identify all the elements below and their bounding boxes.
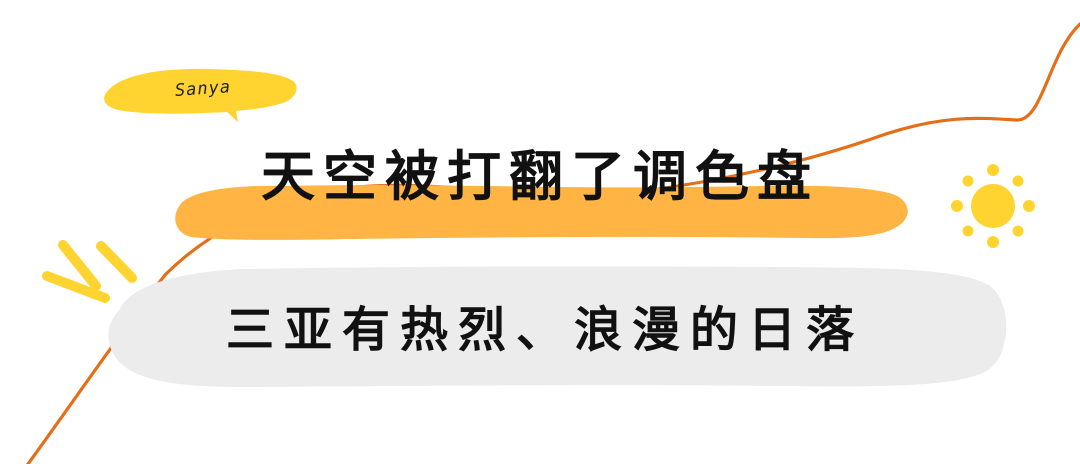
yellow-speech-tag bbox=[104, 68, 297, 122]
gray-subtitle-pill bbox=[108, 266, 1007, 387]
sun-icon bbox=[951, 164, 1035, 248]
orange-highlighter-stroke bbox=[175, 185, 908, 240]
burst-lines-icon bbox=[42, 240, 137, 303]
